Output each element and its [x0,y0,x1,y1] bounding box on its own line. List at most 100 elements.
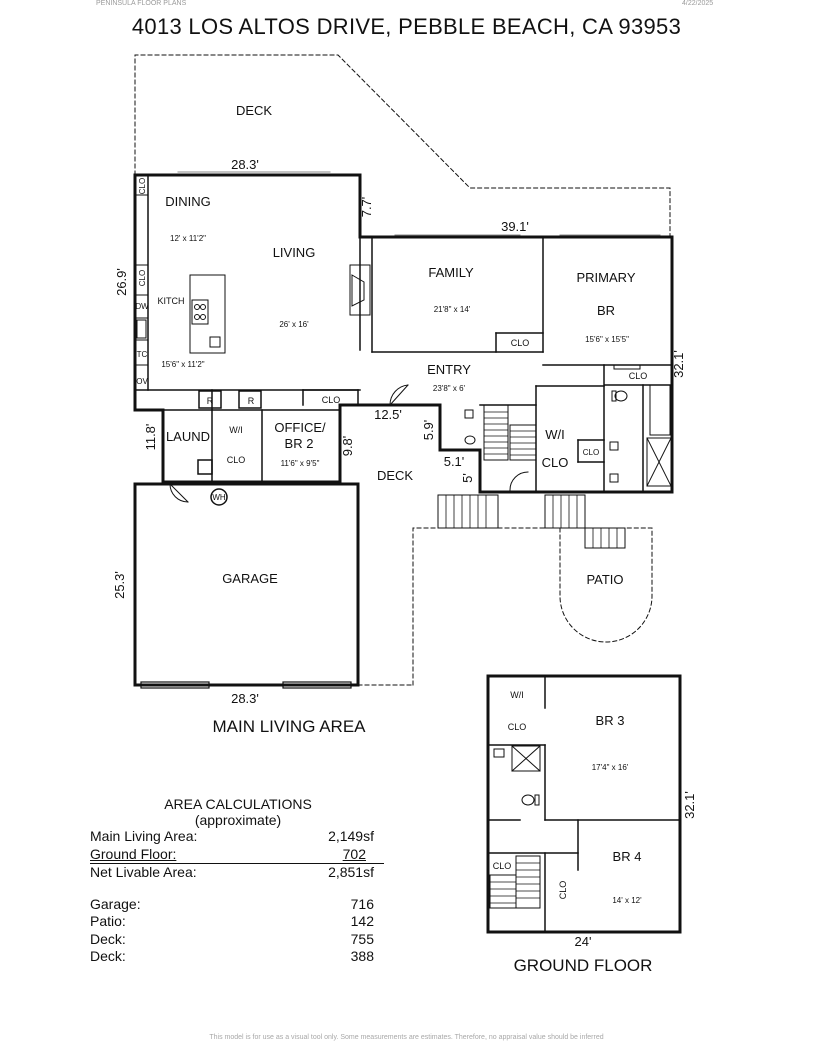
size-primary: 15'6" x 15'5" [585,335,629,344]
label-deck-middle: DECK [377,468,413,483]
dim-stair-height: 5' [460,473,475,483]
stairs-exterior [437,494,626,549]
kitchen-island [189,274,226,354]
garage-walls [133,482,360,687]
area-row-value: 388 [350,948,374,964]
bath-fixtures [464,364,672,487]
dim-gf-width: 24' [575,934,592,949]
label-entry: ENTRY [427,362,471,377]
area-row-name: Patio: [90,913,126,929]
dim-gf-height: 32.1' [682,791,697,819]
label-refrigerator-1: R [207,396,214,406]
area-row-garage: Garage: 716 [90,896,384,914]
size-br3: 17'4" x 16' [592,763,629,772]
area-row-net-livable: Net Livable Area: 2,851sf [90,864,384,882]
label-oven: OV [136,377,148,386]
area-row-ground-floor: Ground Floor: 702 [90,845,384,864]
area-calculations-title: AREA CALCULATIONS [164,796,312,812]
area-row-value: 142 [350,913,374,929]
label-clo-vertical-2: CLO [138,270,147,286]
size-kitchen: 15'6" x 11'2" [161,360,204,369]
dim-family-width: 39.1' [501,219,529,234]
area-row-deck-2: Deck: 388 [90,948,384,966]
ground-floor-fixtures [489,745,541,909]
label-gf-wi: W/I [510,690,524,700]
caption-main-living-area: MAIN LIVING AREA [212,717,366,736]
area-row-value: 755 [350,930,374,947]
area-row-value: 2,149sf [328,828,374,844]
area-row-name: Main Living Area: [90,828,198,844]
area-row-value: 716 [350,895,374,912]
company-name: PENINSULA FLOOR PLANS [96,0,187,7]
label-refrigerator-2: R [248,396,255,406]
size-family: 21'8" x 14' [434,305,471,314]
area-calculations-table: AREA CALCULATIONS (approximate) Main Liv… [90,796,390,966]
dim-office-height: 9.8' [340,436,355,457]
label-water-heater: WH [212,493,226,502]
dim-entry-step: 5.9' [421,420,436,441]
label-clo-family: CLO [511,338,530,348]
label-deck-top: DECK [236,103,272,118]
label-br3: BR 3 [596,713,625,728]
area-row-name: Garage: [90,895,141,912]
dim-garage-width: 28.3' [231,691,259,706]
disclaimer-footer: This model is for use as a visual tool o… [209,1034,604,1041]
size-dining: 12' x 11'2" [170,234,206,243]
label-office-br2: BR 2 [285,436,314,451]
label-clo-bath: CLO [629,371,648,381]
dim-entry-width: 5.1' [444,454,465,469]
label-clo-hall: CLO [322,395,341,405]
dim-left-height: 26.9' [114,268,129,296]
door-swings [169,384,529,503]
property-address-title: 4013 LOS ALTOS DRIVE, PEBBLE BEACH, CA 9… [131,14,682,39]
label-wi-primary: W/I [545,427,565,442]
label-gf-clo-left: CLO [493,861,512,871]
label-trash-compactor: TC [137,350,148,359]
dim-garage-height: 25.3' [112,571,127,599]
label-wi-main: W/I [229,425,243,435]
plan-date: 4/22/2025 [682,0,714,7]
label-office: OFFICE/ [274,420,326,435]
area-row-main-living: Main Living Area: 2,149sf [90,828,384,846]
label-clo-main: CLO [227,455,246,465]
windows [140,171,661,685]
deck-outline-middle [357,527,546,686]
label-clo-vertical-1: CLO [138,178,147,194]
kitchen-left-counter [134,194,149,366]
label-gf-clo-vertical: CLO [558,881,568,900]
size-living: 26' x 16' [279,320,309,329]
label-clo-small: CLO [583,448,599,457]
label-dining: DINING [165,194,211,209]
area-calculations-subtitle: (approximate) [194,812,282,828]
label-clo-primary: CLO [542,455,569,470]
area-row-deck-1: Deck: 755 [90,931,384,949]
area-row-value: 702 [342,845,366,862]
dim-right-height: 32.1' [671,350,686,378]
label-garage: GARAGE [222,571,278,586]
label-family: FAMILY [428,265,474,280]
deck-outline-top [134,54,671,237]
appliances-hall [197,390,262,506]
size-entry: 23'8" x 6' [433,384,466,393]
label-br4: BR 4 [613,849,642,864]
area-row-name: Deck: [90,948,126,964]
area-row-name: Ground Floor: [90,845,177,862]
main-interior-walls [134,174,673,493]
area-row-name: Net Livable Area: [90,864,197,880]
ground-floor-interior [489,675,681,933]
label-laundry: LAUND [166,429,210,444]
dim-deck-width: 12.5' [374,407,402,422]
dim-top-width: 28.3' [231,157,259,172]
label-dishwasher: DW [135,302,149,311]
patio-outline [559,527,653,643]
label-kitchen: KITCH [158,296,185,306]
fireplace [349,264,371,316]
area-row-name: Deck: [90,930,126,947]
ground-floor-exterior [486,674,682,934]
label-primary: PRIMARY [577,270,636,285]
dim-step-height: 7.7' [359,197,374,218]
garage-doors [140,681,352,689]
main-exterior-walls [133,173,674,494]
stairs-entry [483,404,537,461]
